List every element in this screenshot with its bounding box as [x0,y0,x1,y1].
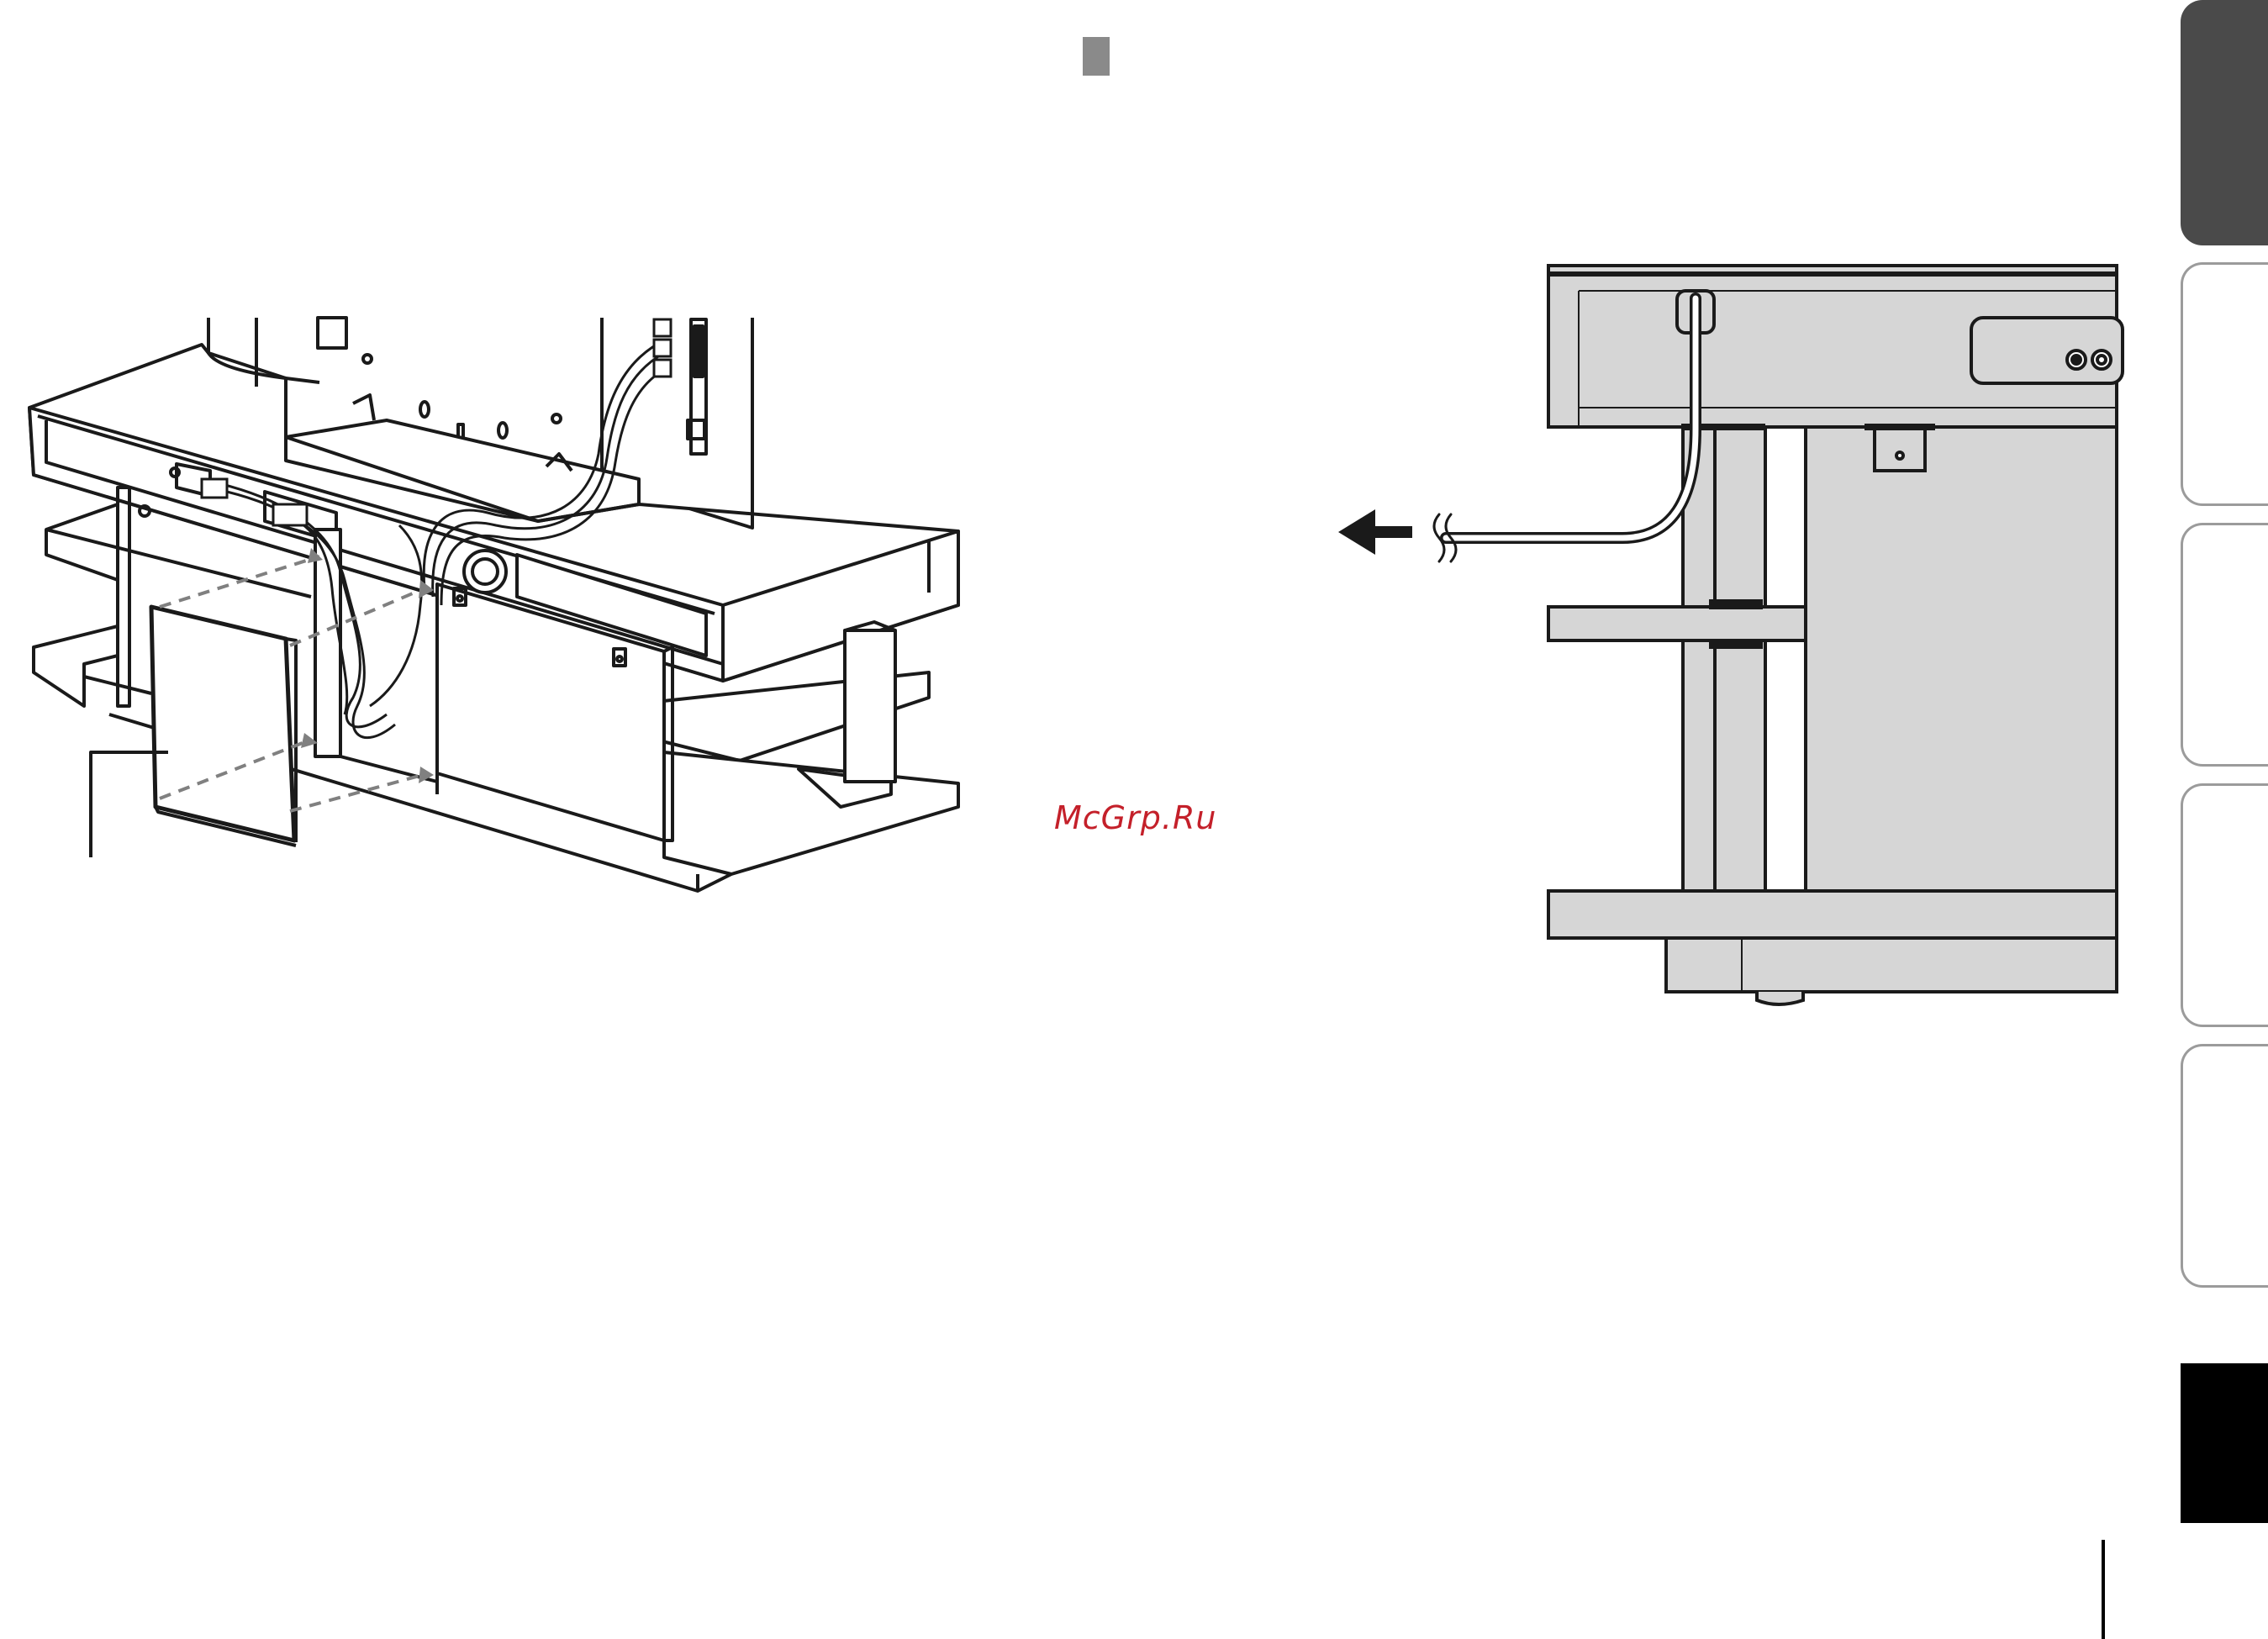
side-tab-1[interactable] [2181,0,2268,245]
side-tab-2[interactable] [2181,262,2268,506]
watermark-text: McGrp.Ru [1054,797,1239,839]
side-tab-5[interactable] [2181,1044,2268,1288]
side-tab-3[interactable] [2181,523,2268,767]
side-tab-6[interactable] [2181,1363,2268,1523]
side-tab-4[interactable] [2181,783,2268,1027]
page-number-rule [2102,1540,2105,1639]
